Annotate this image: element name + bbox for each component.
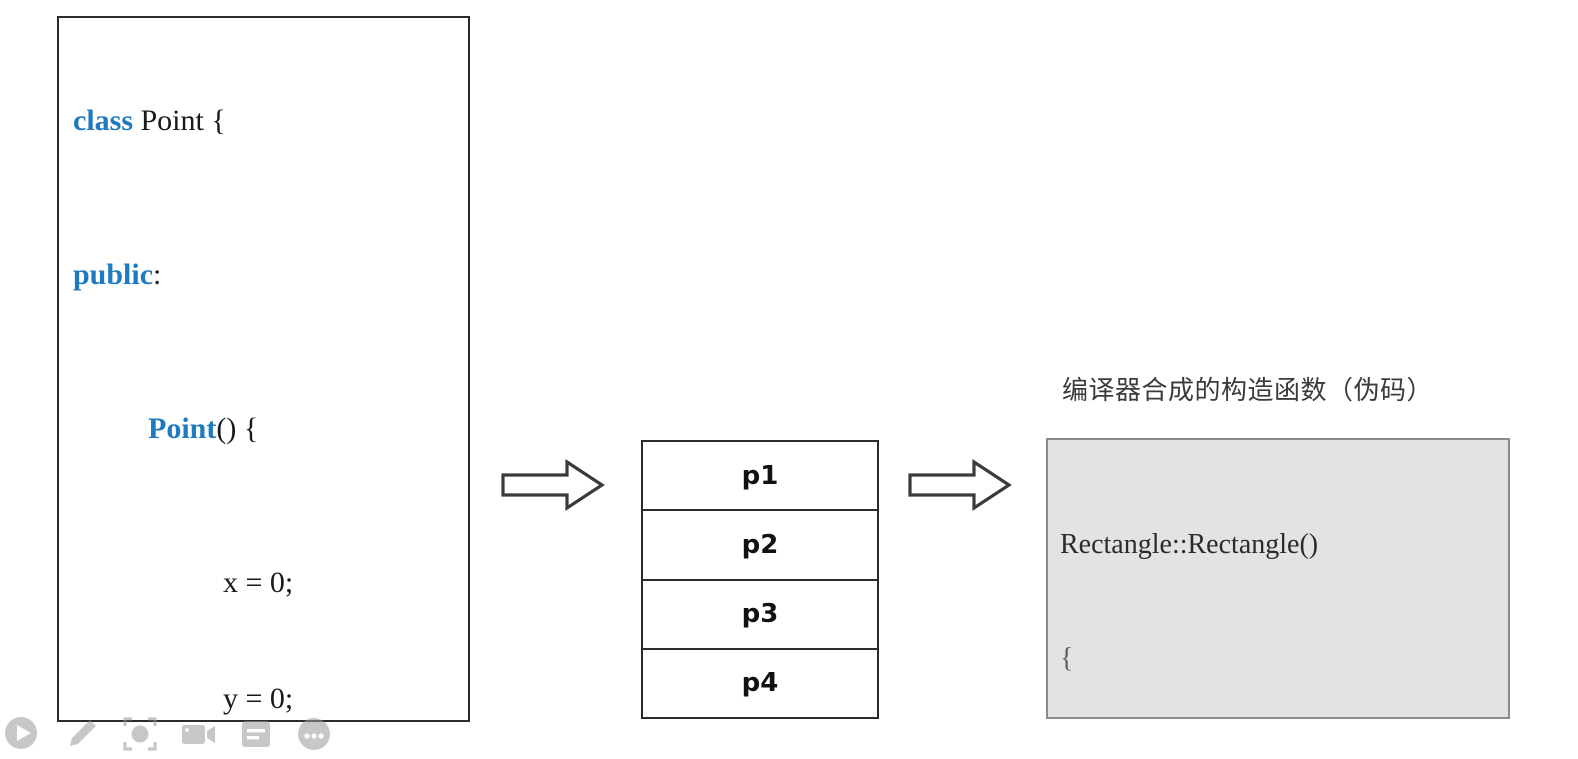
memory-slot-label-p4: p4 [741, 668, 779, 699]
code-line-x-assign: x = 0; [73, 566, 294, 599]
pseudocode-caption: 编译器合成的构造函数（伪码） [1062, 376, 1434, 406]
arrow-right-icon-memory-to-pseudocode [908, 459, 1012, 516]
source-code-text: class Point { public: Point() { x = 0; y… [73, 25, 294, 720]
table-row: p1 [643, 442, 877, 512]
code-line-class-point: class Point { [73, 102, 293, 141]
code-line-3-rest: () { [216, 412, 259, 445]
video-camera-icon[interactable] [178, 714, 218, 754]
code-line-2-rest: : [153, 258, 162, 291]
left-code-panel: class Point { public: Point() { x = 0; y… [57, 16, 470, 722]
pseudocode-line-signature: Rectangle::Rectangle() [1060, 529, 1319, 560]
play-icon[interactable] [4, 714, 44, 754]
code-line-3-indent [73, 412, 148, 445]
pseudocode-panel: Rectangle::Rectangle() { Point::Point(&p… [1046, 438, 1510, 719]
arrow-right-icon-code-to-memory [501, 459, 605, 516]
keyword-class: class [73, 104, 133, 137]
notes-icon[interactable] [236, 714, 276, 754]
identifier-point-ctor: Point [148, 412, 217, 445]
memory-slot-label-p3: p3 [741, 599, 779, 630]
code-line-point-ctor: Point() { [73, 410, 293, 449]
more-options-icon[interactable] [294, 714, 334, 754]
code-line-y-assign: y = 0; [73, 681, 294, 715]
pen-icon[interactable] [62, 714, 102, 754]
code-line-public: public: [73, 256, 293, 295]
pseudocode-line-open-brace: { [1060, 643, 1074, 674]
memory-layout-table: p1 p2 p3 p4 [641, 440, 879, 719]
bottom-toolbar [0, 714, 380, 751]
table-row: p4 [643, 650, 877, 717]
code-line-1-rest: Point { [133, 104, 226, 137]
memory-slot-label-p2: p2 [741, 529, 779, 560]
memory-slot-label-p1: p1 [741, 460, 779, 491]
pseudocode-text: Rectangle::Rectangle() { Point::Point(&p… [1060, 450, 1340, 717]
table-row: p2 [643, 511, 877, 581]
table-row: p3 [643, 581, 877, 650]
keyword-public: public [73, 258, 154, 291]
screenshot-icon[interactable] [120, 714, 160, 754]
